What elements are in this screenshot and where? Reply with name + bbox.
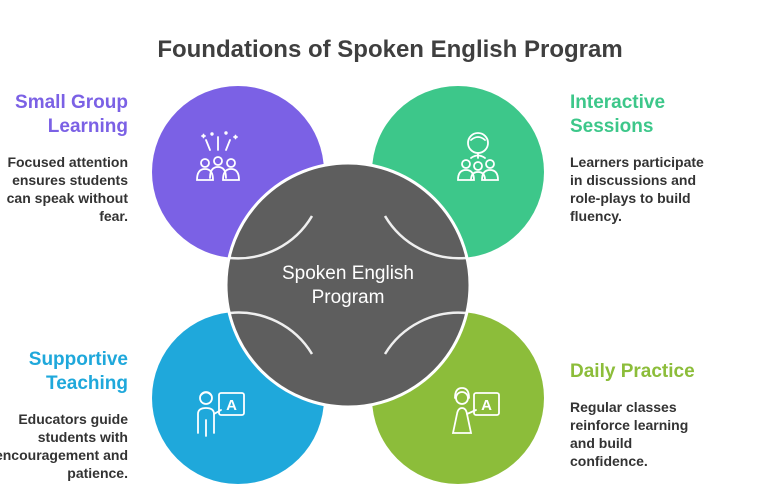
interactive-sessions-heading: Interactive Sessions <box>570 91 770 139</box>
description-line: Learners participate <box>570 154 704 170</box>
supportive-teaching-description: Educators guide students with encouragem… <box>0 410 128 482</box>
heading-line: Sessions <box>570 116 654 137</box>
description-line: Educators guide <box>18 411 128 427</box>
description-line: fluency. <box>570 208 622 224</box>
group-discussion-icon <box>457 132 499 181</box>
student-board-letter: A <box>481 397 492 414</box>
small-group-learning-block: Small Group Learning Focused attention e… <box>0 91 128 225</box>
description-line: Focused attention <box>7 154 128 170</box>
description-line: can speak without <box>6 190 128 206</box>
group-celebration-icon <box>196 131 240 181</box>
small-group-learning-heading: Small Group Learning <box>0 91 128 139</box>
small-group-learning-description: Focused attention ensures students can s… <box>0 153 128 225</box>
description-line: patience. <box>67 465 128 481</box>
description-line: confidence. <box>570 453 648 469</box>
description-line: ensures students <box>12 172 128 188</box>
daily-practice-block: Daily Practice Regular classes reinforce… <box>570 360 770 470</box>
interactive-sessions-block: Interactive Sessions Learners participat… <box>570 91 770 225</box>
description-line: fear. <box>99 208 128 224</box>
heading-line: Learning <box>47 116 128 137</box>
description-line: and build <box>570 435 633 451</box>
teacher-board-letter: A <box>226 397 237 414</box>
student-board-icon <box>451 387 500 434</box>
center-label: Spoken English Program <box>258 262 438 310</box>
page-title: Foundations of Spoken English Program <box>157 36 623 63</box>
description-line: encouragement and <box>0 447 128 463</box>
description-line: in discussions and <box>570 172 697 188</box>
description-line: role-plays to build <box>570 190 691 206</box>
center-label-line2: Program <box>311 287 385 308</box>
heading-line: Teaching <box>46 373 128 394</box>
description-line: Regular classes <box>570 399 677 415</box>
center-label-line1: Spoken English <box>281 263 415 284</box>
description-line: reinforce learning <box>570 417 689 433</box>
center-circle[interactable] <box>224 161 472 409</box>
description-line: students with <box>37 429 128 445</box>
daily-practice-heading: Daily Practice <box>570 360 770 384</box>
interactive-sessions-description: Learners participate in discussions and … <box>570 153 770 225</box>
heading-line: Interactive <box>570 92 666 113</box>
supportive-teaching-heading: Supportive Teaching <box>0 348 128 396</box>
heading-line: Daily Practice <box>570 361 695 382</box>
supportive-teaching-block: Supportive Teaching Educators guide stud… <box>0 348 128 482</box>
heading-line: Small Group <box>15 92 128 113</box>
daily-practice-description: Regular classes reinforce learning and b… <box>570 398 770 470</box>
heading-line: Supportive <box>28 349 128 370</box>
teacher-board-icon <box>197 391 245 437</box>
